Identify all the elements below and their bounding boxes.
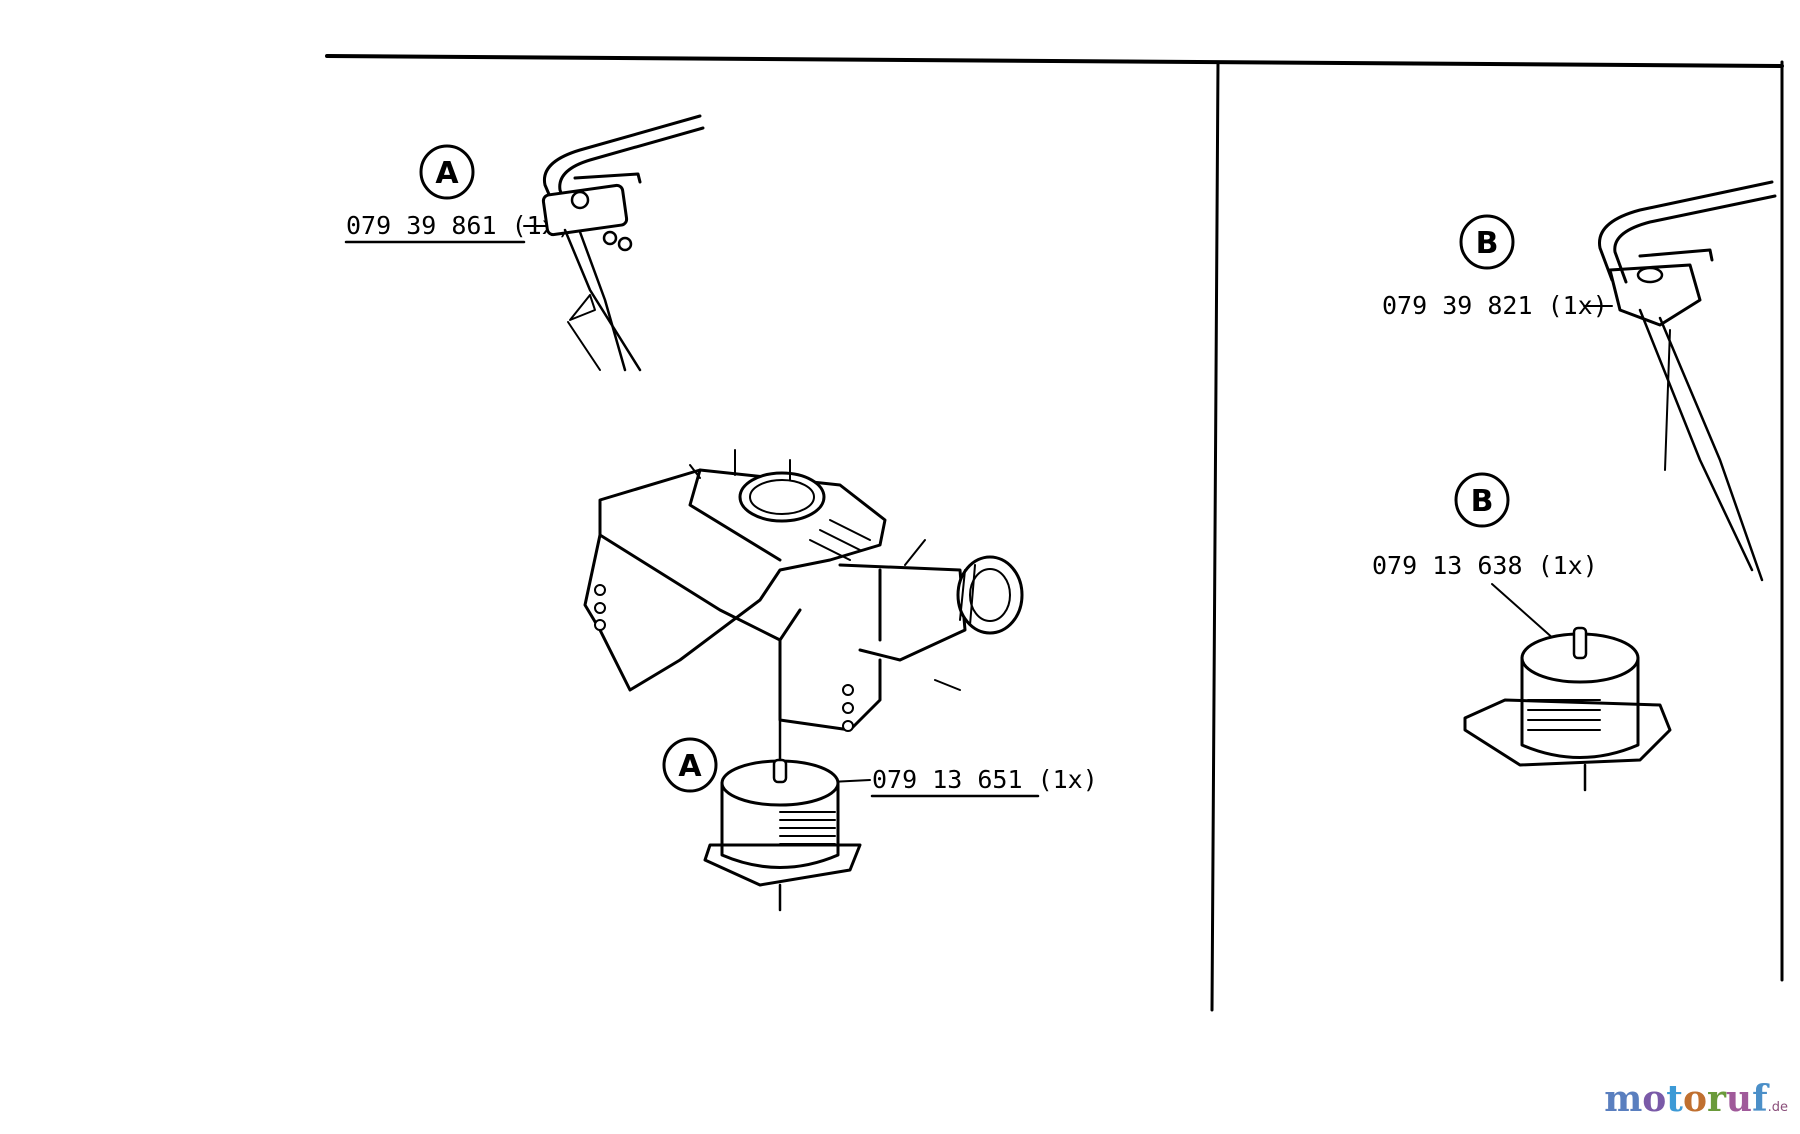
section-b-letter: B: [1476, 226, 1499, 261]
section-b-letter-bottom: B: [1471, 484, 1494, 519]
switch-label-b: 079 39 821 (1x): [1382, 291, 1613, 320]
motor-part-number-b: 079 13 638 (1x): [1372, 551, 1598, 580]
panel-a: A 079 39 861 (1x): [344, 114, 1098, 912]
switch-part-number-b: 079 39 821 (1x): [1382, 291, 1608, 320]
motor-b-illustration: [1463, 626, 1672, 792]
section-a-letter-bottom: A: [678, 749, 702, 784]
watermark-text: motoruf: [1604, 1078, 1768, 1120]
motor-label-b: 079 13 638 (1x): [1372, 551, 1598, 641]
panel-b: B 079 39 821 (1x) B 079 13 638 (1x): [1372, 180, 1777, 792]
switch-label-a: 079 39 861 (1x): [344, 211, 572, 244]
handle-switch-b-illustration: [1598, 180, 1777, 582]
motor-a-illustration: [703, 758, 862, 912]
motor-part-number-a: 079 13 651 (1x): [872, 765, 1098, 794]
section-b-badge-bottom: B: [1454, 472, 1510, 528]
section-a-letter: A: [435, 156, 459, 191]
watermark-suffix: .de: [1767, 1100, 1788, 1115]
section-b-badge-top: B: [1459, 214, 1515, 270]
frame: [325, 54, 1784, 1012]
mower-housing-illustration: [583, 449, 1024, 762]
watermark-logo: motoruf.de: [1604, 1079, 1788, 1128]
section-a-badge-bottom: A: [662, 737, 718, 793]
handle-switch-a-illustration: [541, 114, 705, 372]
section-a-badge-top: A: [419, 144, 475, 200]
motor-label-a: 079 13 651 (1x): [829, 765, 1098, 798]
